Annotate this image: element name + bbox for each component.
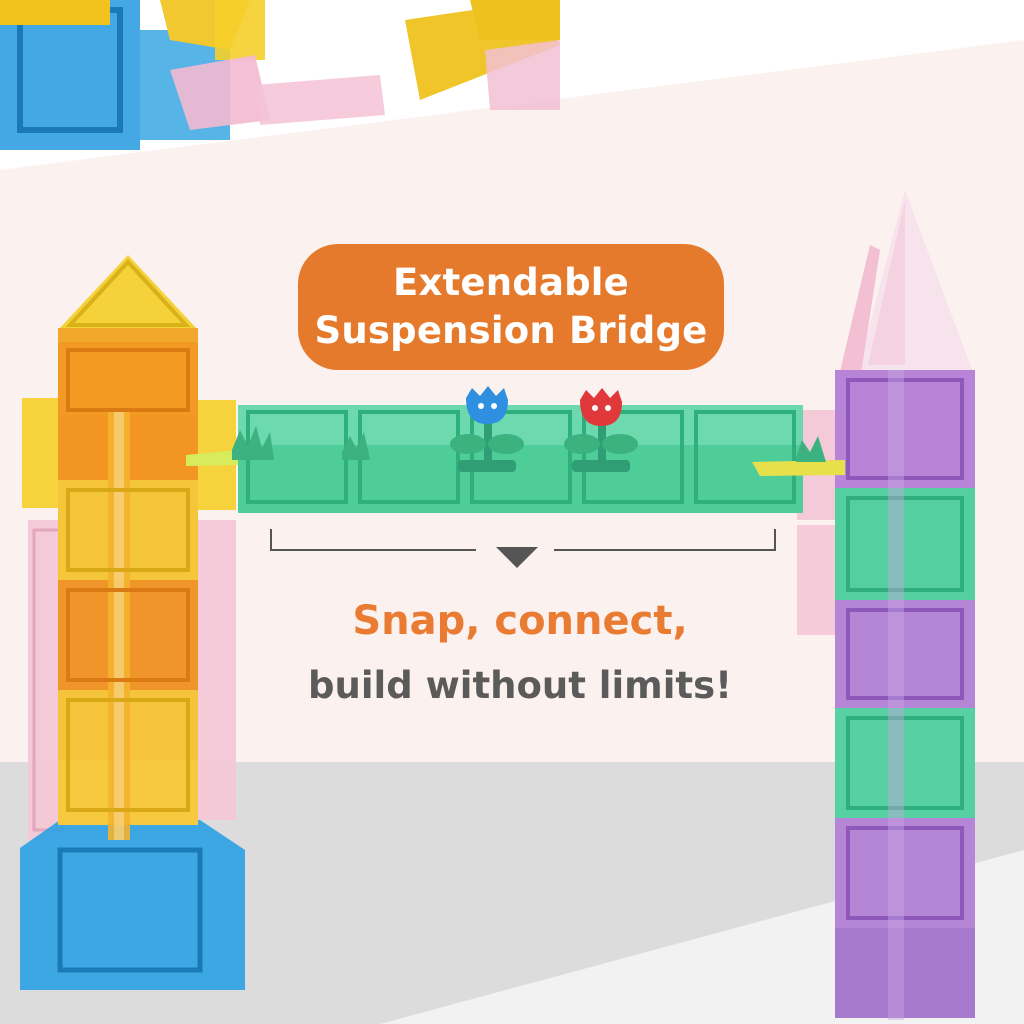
red-flower-icon <box>564 388 638 472</box>
badge-line-1: Extendable <box>393 261 629 304</box>
badge-line-2: Suspension Bridge <box>314 309 708 352</box>
bracket-divider <box>270 529 776 551</box>
right-tower <box>797 190 975 1020</box>
tagline-line-1: Snap, connect, <box>352 598 688 644</box>
bridge-deck <box>186 405 845 513</box>
headline-badge: Extendable Suspension Bridge <box>298 244 724 370</box>
tagline-line-2: build without limits! <box>308 664 732 707</box>
blue-flower-icon <box>450 386 524 472</box>
left-tower <box>20 255 245 990</box>
down-arrow-icon <box>496 547 538 568</box>
top-left-tile-structure <box>0 0 560 150</box>
